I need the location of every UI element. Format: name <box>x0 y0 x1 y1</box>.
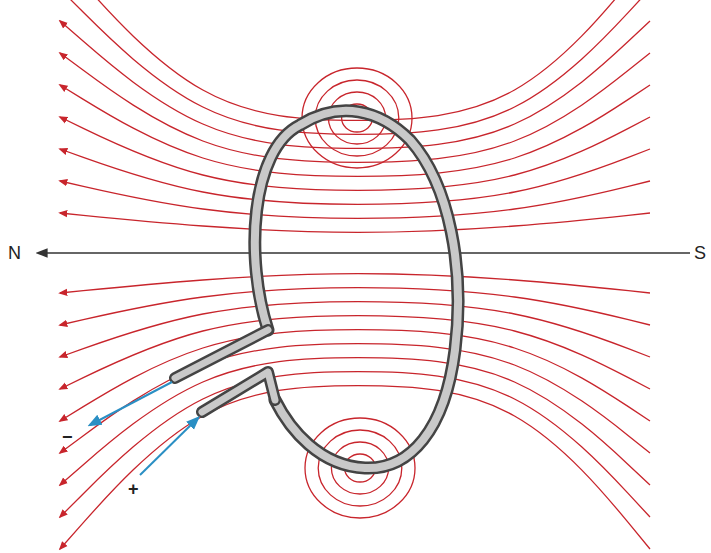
terminal-label: − <box>62 428 73 446</box>
field-line <box>60 117 650 190</box>
terminal-label: + <box>128 480 139 498</box>
field-line <box>60 316 650 389</box>
field-line <box>60 0 650 120</box>
field-line <box>60 213 650 232</box>
field-line <box>60 274 650 293</box>
positive-lead <box>140 418 198 475</box>
axis-line <box>38 252 690 254</box>
field-line <box>60 21 650 148</box>
wire-loop <box>175 111 458 468</box>
negative-lead <box>90 382 172 425</box>
field-lines <box>60 0 650 549</box>
field-line <box>60 372 650 517</box>
field-line <box>60 288 650 325</box>
field-line <box>60 344 650 453</box>
pole-label: S <box>694 244 706 262</box>
field-line <box>60 181 650 218</box>
pole-label: N <box>8 244 21 262</box>
